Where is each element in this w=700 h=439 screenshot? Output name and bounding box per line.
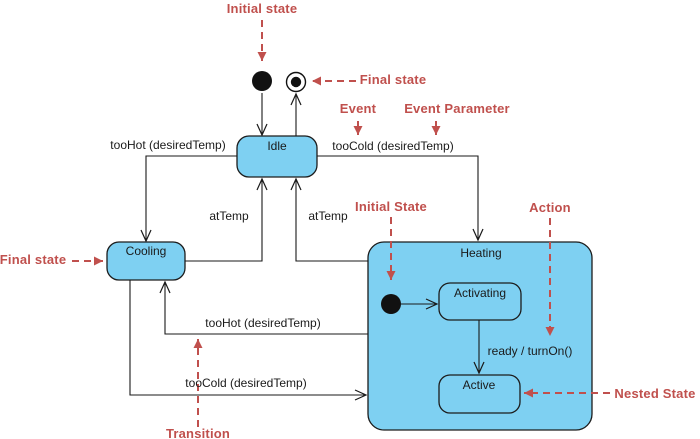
- annotation-initial-state-top: Initial state: [226, 1, 298, 16]
- annotation-event: Event: [339, 101, 377, 116]
- annotation-action: Action: [529, 200, 571, 215]
- annotation-final-state-top: Final state: [359, 72, 427, 87]
- transition-label-idle-to-heating: tooCold (desiredTemp): [332, 139, 454, 153]
- heating-state-label: Heating: [460, 246, 502, 260]
- transition-label-activating-to-active: ready / turnOn(): [487, 344, 573, 358]
- initial-state-node[interactable]: [252, 71, 272, 91]
- annotation-nested-state: Nested State: [614, 386, 696, 401]
- transition-idle-to-heating[interactable]: [317, 155, 484, 242]
- final-state-node[interactable]: [285, 71, 307, 93]
- state-activating[interactable]: [438, 282, 522, 321]
- annotation-initial-state-nested: Initial State: [355, 199, 427, 214]
- annotation-transition: Transition: [165, 426, 231, 439]
- transition-heating-to-cooling[interactable]: [159, 280, 368, 335]
- annotation-event-parameter: Event Parameter: [404, 101, 510, 116]
- heating-initial-node[interactable]: [381, 294, 401, 314]
- transition-idle-to-cooling[interactable]: [140, 155, 237, 243]
- transition-cooling-to-heating[interactable]: [129, 280, 368, 401]
- state-active[interactable]: [438, 374, 521, 414]
- annotation-final-state-left: Final state: [0, 252, 67, 267]
- activating-state-label: Activating: [453, 286, 507, 300]
- transition-label-idle-to-cooling: tooHot (desiredTemp): [110, 138, 226, 152]
- transition-label-cooling-to-heating: tooCold (desiredTemp): [185, 376, 307, 390]
- transition-heating-to-idle[interactable]: [290, 177, 368, 262]
- state-heating[interactable]: [367, 241, 593, 431]
- idle-state-label: Idle: [267, 139, 287, 153]
- cooling-state-label: Cooling: [125, 244, 167, 258]
- transition-label-heating-to-idle: atTemp: [308, 209, 348, 223]
- active-state-label: Active: [462, 378, 496, 392]
- transition-label-heating-to-cooling: tooHot (desiredTemp): [205, 316, 321, 330]
- transition-cooling-to-idle[interactable]: [185, 177, 268, 262]
- final-state-inner-dot: [290, 76, 302, 88]
- transition-label-cooling-to-idle: atTemp: [209, 209, 249, 223]
